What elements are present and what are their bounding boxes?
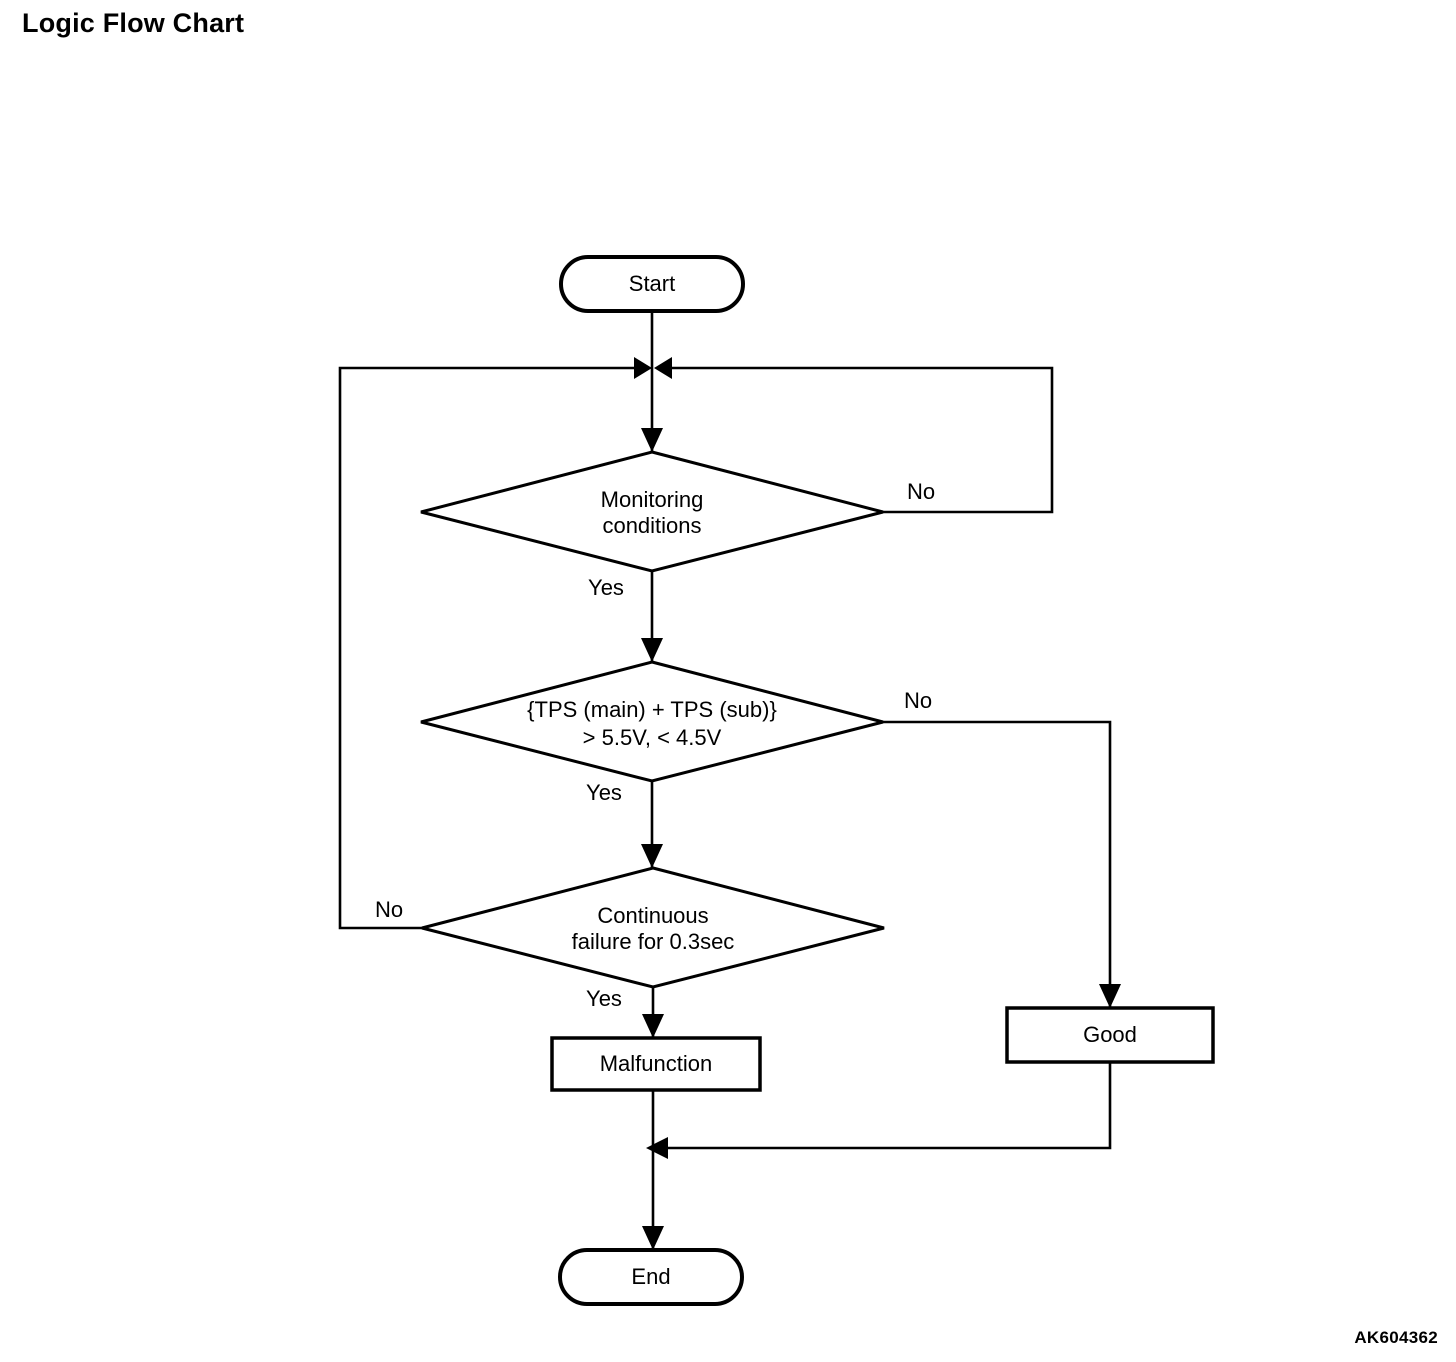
edge-continuous-no-loopback	[338, 366, 640, 930]
junction-arrow-right-icon	[654, 357, 672, 379]
node-good[interactable]	[1005, 1006, 1215, 1064]
node-continuous-failure[interactable]	[421, 866, 885, 989]
page-title: Logic Flow Chart	[22, 8, 245, 38]
edge-label-continuous-no: No	[375, 897, 403, 922]
node-start[interactable]	[559, 255, 745, 313]
node-tps-label-line2: > 5.5V, < 4.5V	[583, 725, 722, 750]
junction-arrow-left-icon	[634, 357, 652, 379]
arrow-merge-into-trunk-icon	[646, 1137, 668, 1159]
edge-label-tps-yes: Yes	[586, 780, 622, 805]
node-good-label: Good	[1083, 1022, 1137, 1047]
node-tps-label-line1: {TPS (main) + TPS (sub)}	[527, 697, 777, 722]
arrow-into-monitoring-icon	[641, 428, 663, 452]
node-continuous-label-line1: Continuous	[597, 903, 708, 928]
arrow-into-malfunction-icon	[642, 1014, 664, 1038]
edge-good-to-end-merge	[668, 1062, 1112, 1150]
edge-label-monitoring-no: No	[907, 479, 935, 504]
figure-code: AK604362	[1354, 1328, 1438, 1347]
node-end-label: End	[631, 1264, 670, 1289]
node-tps-threshold[interactable]	[420, 660, 884, 783]
edge-tps-no-to-good	[882, 720, 1112, 1008]
edge-monitoring-no-loopback	[666, 366, 1054, 514]
edge-label-monitoring-yes: Yes	[588, 575, 624, 600]
node-monitoring-conditions[interactable]	[420, 450, 884, 573]
edge-label-tps-no: No	[904, 688, 932, 713]
node-start-label: Start	[629, 271, 675, 296]
arrow-into-good-icon	[1099, 984, 1121, 1008]
arrow-into-end-icon	[642, 1226, 664, 1250]
node-end[interactable]	[558, 1248, 744, 1306]
node-malfunction[interactable]	[550, 1036, 762, 1092]
arrow-into-tps-icon	[641, 638, 663, 662]
node-monitoring-label-line1: Monitoring	[601, 487, 704, 512]
edge-label-continuous-yes: Yes	[586, 986, 622, 1011]
arrow-into-continuous-icon	[641, 844, 663, 868]
node-monitoring-label-line2: conditions	[602, 513, 701, 538]
node-continuous-label-line2: failure for 0.3sec	[572, 929, 735, 954]
node-malfunction-label: Malfunction	[600, 1051, 713, 1076]
